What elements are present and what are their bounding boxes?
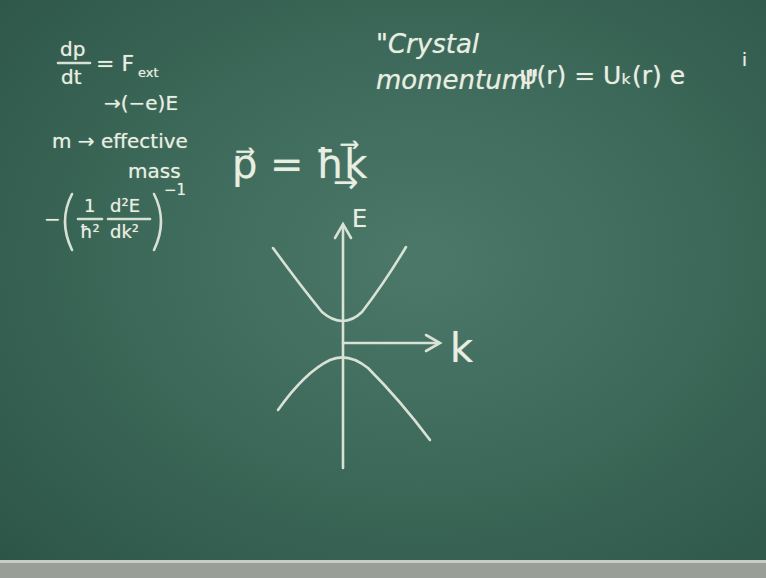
chalk-text: ext	[138, 66, 159, 80]
valence-band	[278, 357, 430, 440]
chalk-text: k	[450, 326, 473, 370]
chalk-text: m → effective	[52, 130, 188, 152]
chalk-text: mass	[128, 160, 181, 182]
axis-arrowhead	[335, 224, 351, 238]
chalk-text: →	[333, 165, 358, 198]
chalk-text: ψ(r) = Uₖ(r) e	[520, 62, 685, 90]
fraction-bar	[78, 218, 102, 221]
chalk-text: 1	[84, 196, 95, 216]
chalk-text: = F	[96, 52, 134, 76]
energy-axis	[342, 226, 345, 468]
chalk-text: dt	[61, 66, 82, 88]
k-axis	[343, 342, 438, 345]
chalk-text: "Crystal momentum"	[376, 26, 541, 98]
chalk-text: −	[44, 208, 61, 230]
fraction-bar	[108, 218, 150, 221]
axis-arrowhead	[426, 335, 440, 351]
conduction-band	[273, 247, 406, 321]
chalk-text: dp	[60, 38, 85, 60]
chalk-text: d²E	[110, 196, 140, 216]
board-ledge	[0, 560, 766, 563]
chalk-text: dk²	[110, 222, 139, 242]
chalk-text: i	[742, 50, 747, 70]
chalk-text: −1	[164, 182, 186, 199]
chalk-text: ħ²	[80, 222, 100, 242]
chalk-text: →(−e)E	[104, 92, 178, 114]
parenthesis	[65, 194, 72, 250]
parenthesis	[154, 194, 161, 250]
chalk-text: E	[352, 206, 367, 232]
board-frame	[0, 562, 766, 578]
fraction-bar	[58, 62, 90, 65]
